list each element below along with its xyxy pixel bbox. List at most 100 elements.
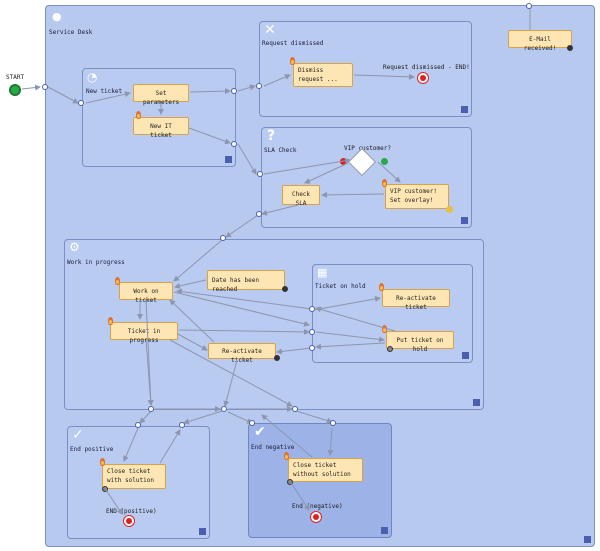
request-dismissed-title: Request dismissed — [262, 40, 324, 47]
edge-close-pos-to-end — [105, 489, 123, 515]
junction-node[interactable] — [249, 420, 255, 426]
reactivate-ticket-task[interactable]: Re-activate ticket — [208, 343, 276, 364]
end-negative-label: End (negative) — [292, 503, 343, 510]
edge-to-dismissed — [237, 84, 256, 92]
edge-lane-to-new-ticket — [47, 86, 79, 104]
work-on-flame-icon — [115, 277, 120, 285]
vip-gateway-label: VIP customer? — [344, 145, 391, 152]
lane-corner-marker — [584, 536, 591, 543]
check-sla-task[interactable]: Check SLA — [282, 185, 320, 207]
junction-node[interactable] — [135, 422, 141, 428]
new-it-ticket-task[interactable]: New IT ticket — [133, 117, 189, 139]
edge-start-to-lane — [21, 84, 41, 91]
edge-hold-to-reactivate — [276, 347, 313, 355]
grid-icon: ▦ — [317, 266, 328, 279]
put-on-hold-task[interactable]: Put ticket on hold — [386, 331, 454, 353]
end-negative-title: End negative — [251, 444, 295, 451]
ticket-on-hold-corner — [462, 352, 469, 359]
junction-node[interactable] — [330, 420, 336, 426]
junction-node[interactable] — [221, 406, 227, 412]
start-event[interactable] — [9, 84, 21, 96]
edge-to-sla — [237, 143, 257, 175]
edge-reactivate-to-workon — [169, 299, 215, 343]
vip-flame-icon — [382, 179, 387, 187]
close-with-solution-task[interactable]: Close ticket with solution — [102, 464, 166, 489]
put-on-hold-event-marker — [387, 346, 393, 352]
request-dismissed-end-event[interactable] — [417, 72, 429, 84]
edge-to-set-params — [85, 91, 131, 104]
edge-reached-to-workon — [174, 279, 207, 289]
request-dismissed-subprocess[interactable]: ✕ Request dismissed — [259, 21, 472, 117]
close-with-solution-flame-icon — [100, 458, 105, 466]
junction-node[interactable] — [526, 3, 532, 9]
new-ticket-corner — [225, 156, 232, 163]
junction-node[interactable] — [256, 211, 262, 217]
end-negative-event[interactable] — [310, 511, 322, 523]
end-positive-event[interactable] — [123, 515, 135, 527]
junction-node[interactable] — [256, 83, 262, 89]
work-in-progress-title: Work in progress — [67, 259, 125, 266]
user-icon: ● — [52, 10, 62, 23]
edge-work-to-workon — [173, 239, 223, 282]
new-it-flame-icon — [136, 111, 141, 119]
edge-put-to-hold-reactivate — [315, 306, 396, 332]
edge-pos-to-close — [123, 427, 139, 462]
edge-middle-to-positive — [183, 410, 223, 425]
junction-node[interactable] — [179, 422, 185, 428]
hold-reactivate-task[interactable]: Re-activate ticket — [382, 289, 450, 311]
junction-node[interactable] — [257, 171, 263, 177]
edge-dismiss-to-end — [353, 73, 415, 80]
junction-node[interactable] — [231, 88, 237, 94]
edge-set-params-out — [189, 88, 231, 95]
end-positive-subprocess[interactable]: ✓ End positive — [67, 426, 210, 539]
junction-node[interactable] — [292, 406, 298, 412]
new-ticket-title: New ticket — [86, 88, 123, 95]
date-reached-task[interactable]: Date has been reached — [207, 270, 285, 293]
put-on-hold-flame-icon — [382, 325, 387, 333]
edge-middle-to-neg-sub — [227, 411, 253, 424]
junction-node[interactable] — [231, 141, 237, 147]
close-without-solution-task[interactable]: Close ticket without solution — [288, 458, 363, 482]
reactivate-event-marker — [274, 355, 280, 361]
edge-new-it-down — [188, 127, 231, 145]
edge-close-neg-to-end — [290, 482, 310, 511]
edge-to-dismiss-task — [263, 74, 291, 87]
request-dismissed-corner — [461, 106, 468, 113]
gateway-yes-icon — [381, 158, 388, 165]
edge-hold-reactivate-back — [176, 288, 313, 310]
ticket-on-hold-title: Ticket on hold — [315, 283, 366, 290]
edge-to-work — [225, 214, 259, 238]
edge-progress-to-reactivate — [177, 333, 208, 351]
junction-node[interactable] — [220, 235, 226, 241]
edge-to-put-on-hold — [315, 331, 385, 343]
edge-put-on-hold-back — [315, 342, 386, 350]
close-without-solution-event-marker — [287, 479, 293, 485]
junction-node[interactable] — [78, 100, 84, 106]
junction-node[interactable] — [309, 306, 315, 312]
request-dismissed-end-label: Request dismissed - END! — [383, 64, 470, 71]
sla-check-subprocess[interactable]: ? SLA Check — [261, 127, 472, 228]
question-icon: ? — [267, 128, 276, 144]
service-desk-title: Service Desk — [49, 29, 93, 36]
edge-sla-to-gateway — [263, 157, 351, 175]
junction-node[interactable] — [42, 84, 48, 90]
junction-node[interactable] — [309, 329, 315, 335]
ticket-in-progress-task[interactable]: Ticket in progress — [110, 322, 178, 344]
junction-node[interactable] — [309, 345, 315, 351]
vip-customer-task[interactable]: VIP customer! Set overlay! — [385, 184, 449, 209]
edge-progress-down — [145, 339, 154, 406]
junction-node[interactable] — [148, 406, 154, 412]
sla-check-title: SLA Check — [264, 147, 297, 154]
set-parameters-task[interactable]: Set parameters — [133, 84, 189, 106]
edge-close-pos-back — [159, 429, 181, 464]
work-in-progress-corner — [473, 399, 480, 406]
close-x-icon: ✕ — [264, 22, 276, 38]
end-positive-label: END (positive) — [106, 508, 157, 515]
edge-node-to-end-positive — [139, 410, 152, 424]
email-task-event-marker — [567, 45, 573, 51]
dismiss-request-task[interactable]: Dismiss request ... — [293, 63, 353, 87]
email-received-task[interactable]: E-Mail received! — [508, 30, 572, 52]
end-positive-title: End positive — [70, 446, 114, 453]
start-label: START — [6, 74, 25, 81]
